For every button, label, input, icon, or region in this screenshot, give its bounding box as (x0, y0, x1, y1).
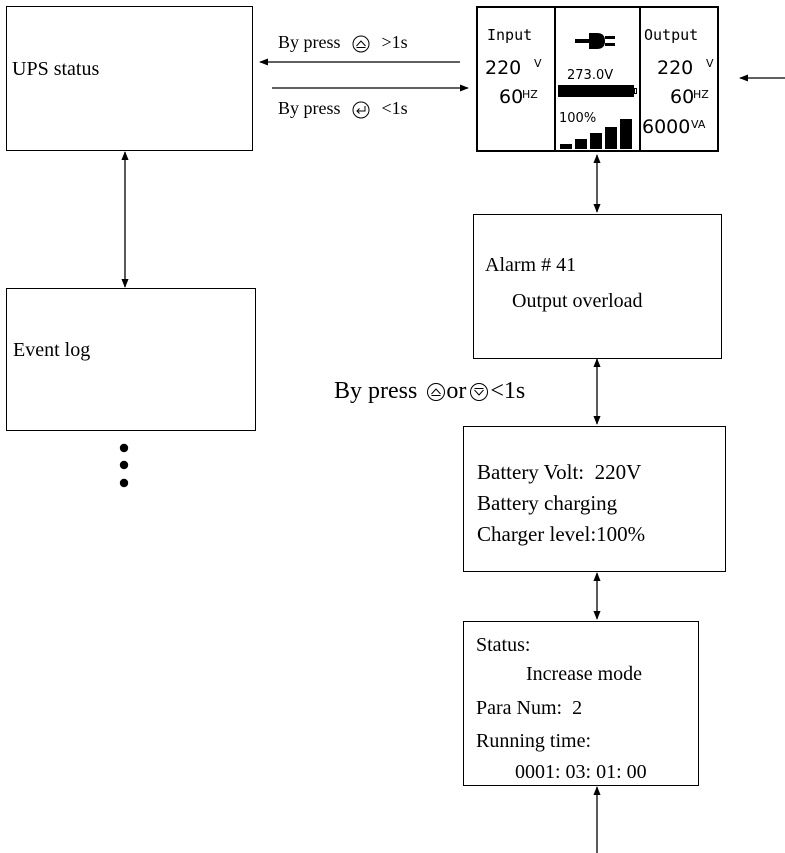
press-up-prefix: By press (278, 32, 341, 52)
up-button-icon (352, 35, 370, 53)
load-bar (620, 119, 632, 149)
lcd-input-voltage: 220 (485, 57, 522, 79)
event-log-label: Event log (13, 339, 91, 361)
lcd-load-percent: 100% (559, 111, 597, 126)
running-time-value: 0001: 03: 01: 00 (515, 761, 647, 783)
press-enter-prefix: By press (278, 98, 341, 118)
battery-charging: Battery charging (477, 491, 618, 515)
lcd-output-label: Output (644, 26, 699, 44)
lcd-input-freq-unit: HZ (522, 88, 538, 101)
load-bar (560, 144, 572, 149)
press-up-suffix: >1s (381, 32, 408, 52)
plug-icon (575, 33, 615, 49)
down-button-icon (470, 383, 489, 402)
up-button-icon (427, 383, 446, 402)
scroll-hint-or: or (446, 378, 467, 404)
load-bar (590, 133, 602, 149)
lcd-output-voltage: 220 (657, 57, 694, 79)
enter-button-icon (352, 101, 370, 119)
capacity-bar (558, 85, 634, 97)
charger-level: Charger level:100% (477, 522, 646, 546)
alarm-number: Alarm # 41 (485, 254, 577, 276)
battery-box: Battery Volt: 220V Battery charging Char… (463, 426, 726, 572)
ups-status-label: UPS status (12, 58, 100, 80)
lcd-input-label: Input (487, 26, 533, 44)
scroll-hint-suffix: <1s (490, 378, 526, 404)
lcd-left-divider (554, 8, 556, 150)
status-mode: Increase mode (526, 663, 643, 685)
event-log-box: Event log (6, 288, 256, 431)
alarm-description: Output overload (512, 290, 643, 312)
battery-voltage: Battery Volt: 220V (477, 460, 642, 484)
lcd-input-voltage-unit: V (534, 57, 542, 70)
running-time-label: Running time: (476, 730, 591, 752)
lcd-output-power-unit: VA (691, 118, 706, 131)
lcd-output-power: 6000 (642, 116, 691, 138)
capacity-bar-fill (559, 86, 633, 96)
lcd-input-freq: 60 (499, 86, 524, 108)
load-bar (575, 139, 587, 149)
para-num: Para Num: 2 (476, 697, 583, 719)
capacity-bar-tip (634, 88, 637, 94)
load-bars (560, 113, 636, 149)
press-enter-suffix: <1s (381, 98, 408, 118)
scroll-hint-prefix: By press (334, 378, 418, 404)
scroll-hint: By press or <1s (334, 379, 525, 403)
status-label: Status: (476, 634, 531, 656)
press-up-label: By press >1s (278, 33, 408, 54)
lcd-output-freq-unit: HZ (693, 88, 709, 101)
lcd-output-voltage-unit: V (706, 57, 714, 70)
press-enter-label: By press <1s (278, 99, 408, 120)
alarm-box: Alarm # 41 Output overload (473, 214, 722, 359)
ups-status-box: UPS status (6, 6, 253, 151)
lcd-center-voltage: 273.0V (567, 68, 614, 83)
lcd-output-freq: 60 (670, 86, 695, 108)
ellipsis-dots (119, 443, 129, 488)
status-box: Status: Increase mode Para Num: 2 Runnin… (463, 621, 699, 786)
lcd-right-divider (639, 8, 641, 150)
load-bar (605, 127, 617, 149)
lcd-panel: Input 220 V 60 HZ 273.0V 100% Output 220… (476, 6, 719, 152)
